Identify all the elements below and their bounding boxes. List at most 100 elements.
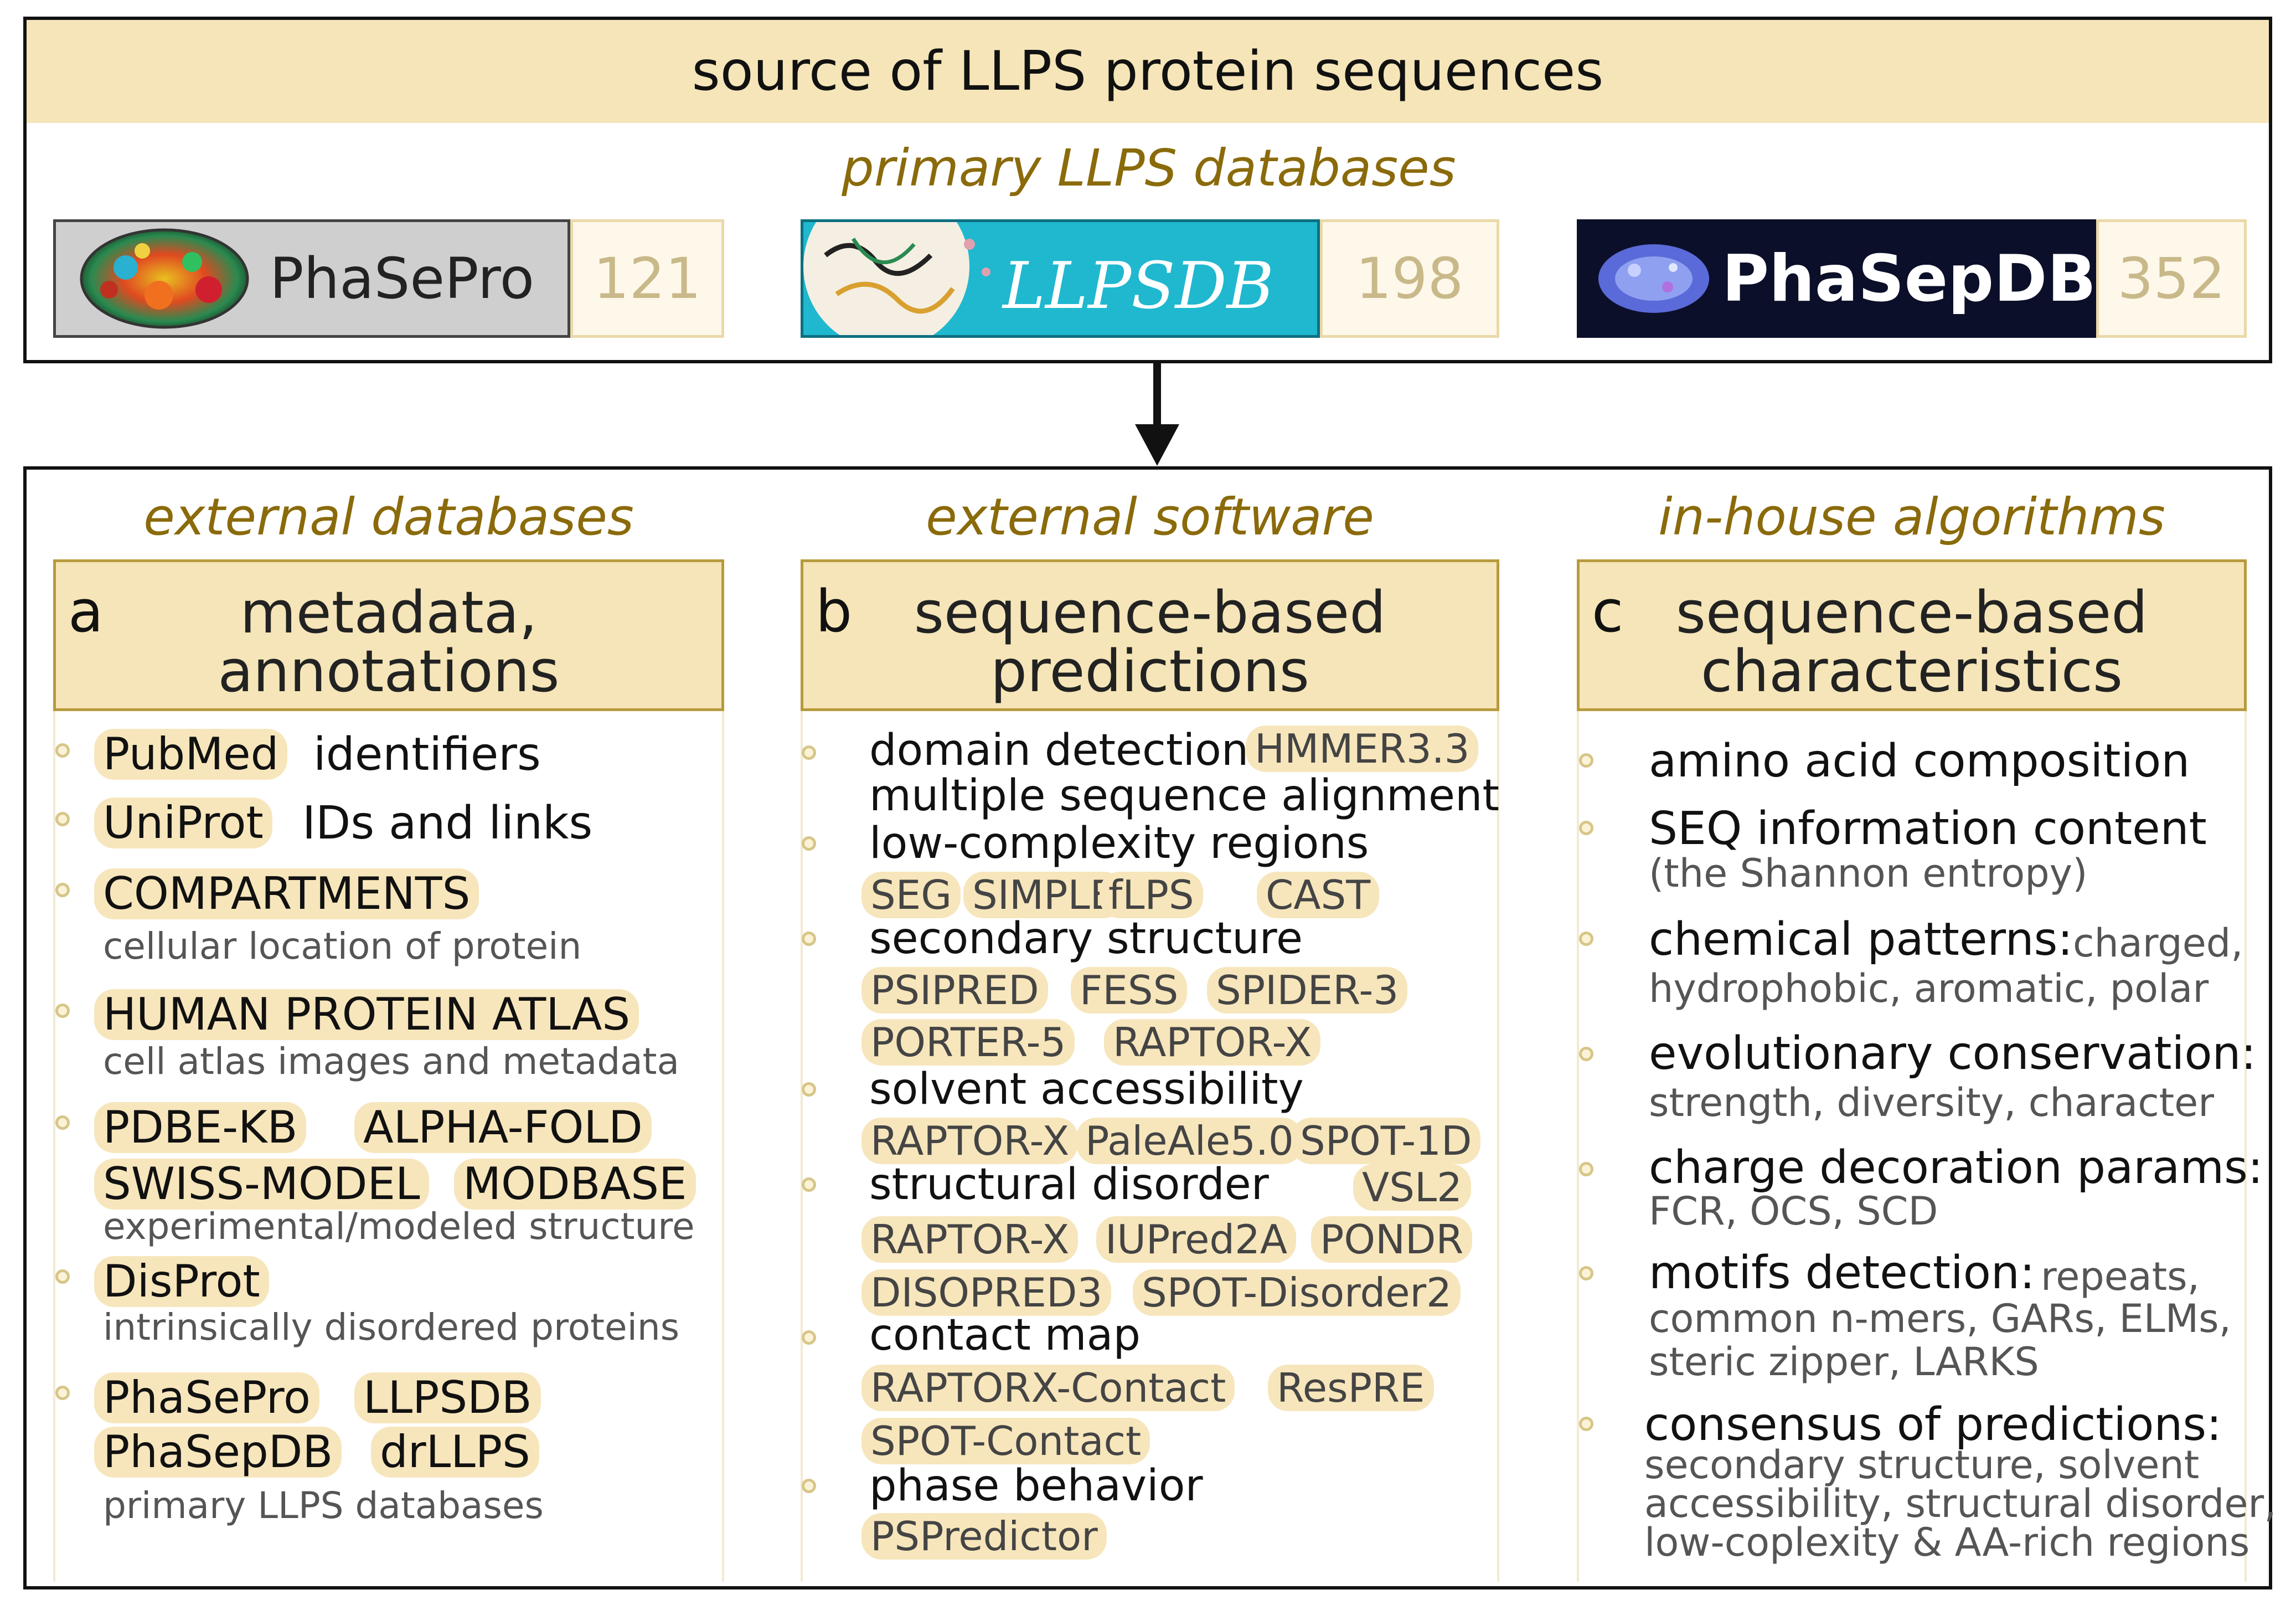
evolutionary-conservation-desc: strength, diversity, character — [1649, 1080, 2214, 1125]
bullet-icon — [802, 1479, 816, 1493]
bullet-icon — [1579, 1266, 1593, 1280]
phasepdb-cell-icon — [1598, 244, 1709, 313]
header-a: a metadata, annotations — [53, 559, 724, 711]
tag-uniprot: UniProt — [94, 798, 272, 848]
tag-human-protein-atlas: HUMAN PROTEIN ATLAS — [94, 989, 639, 1040]
llpsdb-card: LLPSDB 198 — [801, 219, 1499, 338]
tag-disopred3: DISOPRED3 — [861, 1269, 1112, 1316]
consensus-desc-3: low-coplexity & AA-rich regions — [1644, 1520, 2250, 1565]
contact-map-text: contact map — [869, 1310, 1141, 1360]
column-c-body — [1577, 711, 2247, 1582]
tag-pspredictor: PSPredictor — [861, 1513, 1107, 1560]
tag-drllps: drLLPS — [371, 1427, 539, 1478]
header-a-line1: metadata, — [240, 579, 538, 646]
phasepdb-logo: PhaSepDB — [1577, 219, 2096, 338]
bullet-icon — [1579, 932, 1593, 946]
header-c: c sequence-based characteristics — [1577, 559, 2247, 711]
llpsdb-logo-text: LLPSDB — [1003, 249, 1274, 323]
header-a-line2: annotations — [218, 637, 560, 705]
consensus-desc-2: accessibility, structural disorder, — [1644, 1481, 2277, 1526]
consensus-text: consensus of predictions: — [1644, 1398, 2222, 1451]
tag-spot1d: SPOT-1D — [1291, 1118, 1481, 1164]
header-a-letter: a — [68, 578, 104, 645]
column-b-body — [801, 711, 1499, 1582]
tag-spot-contact: SPOT-Contact — [861, 1418, 1150, 1464]
uniprot-text: IDs and links — [302, 797, 593, 850]
bullet-icon — [55, 883, 70, 897]
phase-behavior-text: phase behavior — [869, 1461, 1203, 1511]
bullet-icon — [1579, 1162, 1593, 1176]
tag-iupred2a: IUPred2A — [1096, 1216, 1297, 1263]
bullet-icon — [802, 745, 816, 760]
tag-vsl2: VSL2 — [1353, 1164, 1471, 1211]
aa-composition-text: amino acid composition — [1649, 735, 2190, 788]
bullet-icon — [55, 812, 70, 826]
tag-fess: FESS — [1071, 967, 1188, 1013]
compartments-desc: cellular location of protein — [103, 925, 582, 968]
seq-information-desc: (the Shannon entropy) — [1649, 851, 2088, 896]
tag-flps: fLPS — [1100, 872, 1203, 918]
tag-raptorx-secondary: RAPTOR-X — [1104, 1019, 1321, 1066]
header-b: b sequence-based predictions — [801, 559, 1499, 711]
consensus-desc-1: secondary structure, solvent — [1644, 1442, 2200, 1488]
tag-alpha-fold: ALPHA-FOLD — [354, 1102, 652, 1153]
bullet-icon — [802, 932, 816, 946]
domain-detection-text: domain detection — [869, 726, 1249, 775]
tag-psipred: PSIPRED — [861, 967, 1048, 1013]
phasepdb-logo-text: PhaSepDB — [1722, 241, 2096, 316]
primary-desc: primary LLPS databases — [103, 1484, 544, 1527]
bullet-icon — [1579, 1047, 1593, 1061]
tag-hmmer: HMMER3.3 — [1246, 726, 1479, 772]
bullet-icon — [802, 836, 816, 851]
tag-raptorx-disorder: RAPTOR-X — [861, 1216, 1079, 1263]
structural-disorder-text: structural disorder — [869, 1160, 1269, 1210]
header-b-line1: sequence-based — [914, 579, 1386, 646]
charge-decoration-text: charge decoration params: — [1649, 1141, 2263, 1194]
bullet-icon — [55, 1269, 70, 1284]
low-complexity-text: low-complexity regions — [869, 819, 1369, 868]
tag-simple: SIMPLE — [963, 872, 1124, 918]
motifs-detection-desc-1: common n-mers, GARs, ELMs, — [1649, 1296, 2231, 1341]
bullet-icon — [802, 1330, 816, 1345]
tag-raptorx-solvent: RAPTOR-X — [861, 1118, 1079, 1164]
primary-databases-label: primary LLPS databases — [842, 138, 1456, 198]
pubmed-text: identifiers — [313, 728, 541, 781]
tag-pondr: PONDR — [1311, 1216, 1473, 1263]
bullet-icon — [55, 743, 70, 758]
phasepro-logo-text: PhaSePro — [270, 245, 534, 312]
tag-cast: CAST — [1257, 872, 1380, 918]
bullet-icon — [1579, 1417, 1593, 1431]
tag-disprot: DisProt — [94, 1256, 269, 1307]
structure-desc: experimental/modeled structure — [103, 1205, 695, 1248]
phasepro-logo: PhaSePro — [53, 219, 570, 338]
secondary-structure-text: secondary structure — [869, 914, 1303, 964]
msa-text: multiple sequence alignment — [869, 771, 1500, 821]
tag-llpsdb: LLPSDB — [354, 1372, 541, 1423]
tag-pubmed: PubMed — [94, 729, 288, 780]
down-arrow-icon — [1135, 363, 1179, 466]
bullet-icon — [55, 1386, 70, 1400]
chemical-patterns-text: chemical patterns: — [1649, 913, 2073, 966]
column-a-body — [53, 711, 724, 1582]
phasepro-card: PhaSePro 121 — [53, 219, 724, 338]
tag-paleale: PaleAle5.0 — [1076, 1118, 1303, 1164]
phasepdb-card: PhaSepDB 352 — [1577, 219, 2247, 338]
motifs-detection-text: motifs detection: — [1649, 1247, 2035, 1299]
tag-spot-disorder2: SPOT-Disorder2 — [1133, 1269, 1461, 1316]
source-title: source of LLPS protein sequences — [27, 20, 2269, 123]
hpa-desc: cell atlas images and metadata — [103, 1040, 679, 1083]
bullet-icon — [1579, 753, 1593, 768]
motifs-detection-inline: repeats, — [2041, 1254, 2200, 1299]
tag-porter5: PORTER-5 — [861, 1019, 1075, 1066]
chemical-patterns-inline: charged, — [2073, 920, 2243, 966]
llpsdb-count: 198 — [1320, 219, 1499, 338]
seq-information-text: SEQ information content — [1649, 802, 2207, 855]
disprot-desc: intrinsically disordered proteins — [103, 1306, 680, 1349]
phasepdb-count: 352 — [2096, 219, 2247, 338]
charge-decoration-desc: FCR, OCS, SCD — [1649, 1189, 1938, 1234]
phasepro-droplet-icon — [80, 228, 249, 329]
solvent-accessibility-text: solvent accessibility — [869, 1064, 1304, 1114]
chemical-patterns-desc: hydrophobic, aromatic, polar — [1649, 966, 2209, 1011]
evolutionary-conservation-text: evolutionary conservation: — [1649, 1027, 2257, 1080]
bullet-icon — [802, 1082, 816, 1097]
